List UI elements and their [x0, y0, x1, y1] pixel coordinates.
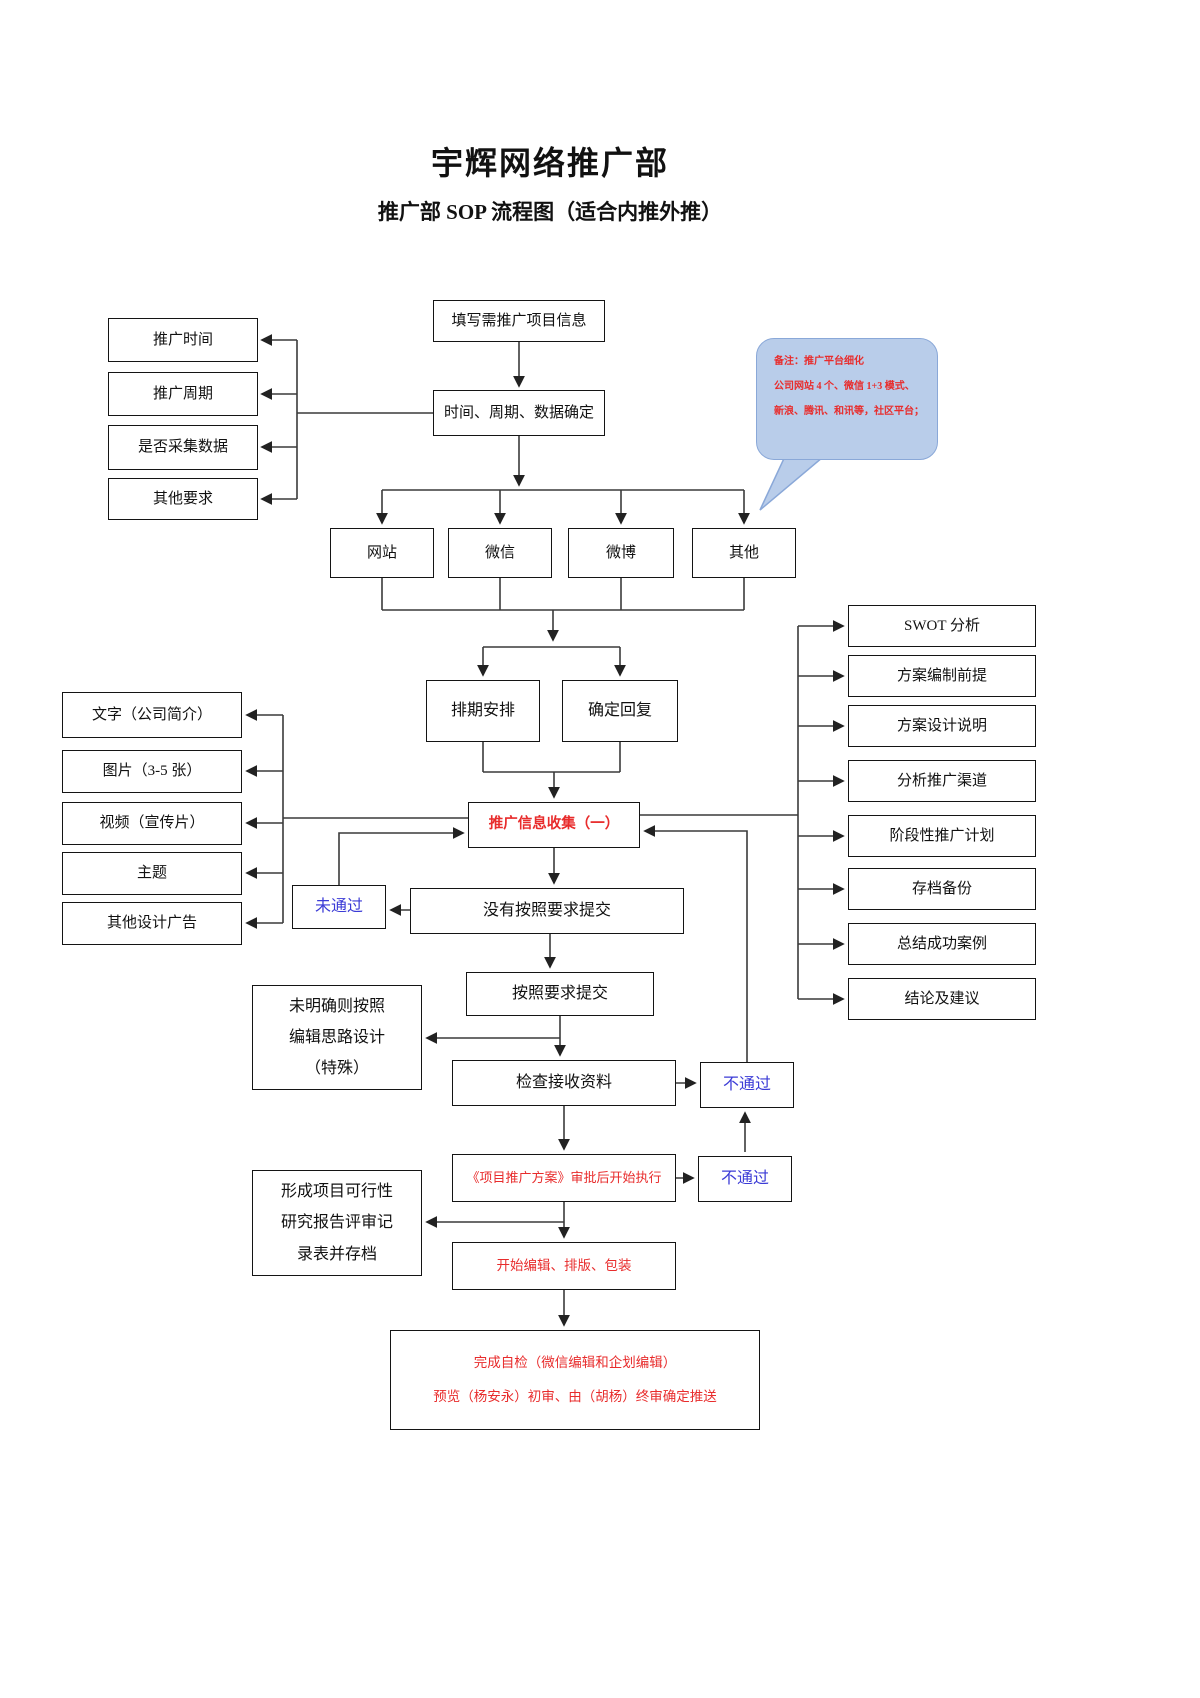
node-fail-2: 不通过: [698, 1156, 792, 1202]
node-final-self-check: 完成自检（微信编辑和企划编辑） 预览（杨安永）初审、由（胡杨）终审确定推送: [390, 1330, 760, 1430]
node-confirm-reply: 确定回复: [562, 680, 678, 742]
node-schedule-arrangement: 排期安排: [426, 680, 540, 742]
node-other-requirements: 其他要求: [108, 478, 258, 520]
node-promo-info-collection: 推广信息收集（一）: [468, 802, 640, 848]
node-plan-premise: 方案编制前提: [848, 655, 1036, 697]
final-line-2: 预览（杨安永）初审、由（胡杨）终审确定推送: [433, 1388, 717, 1404]
callout-note: 备注：推广平台细化 公司网站 4 个、微信 1+3 模式、 新浪、腾讯、和讯等，…: [756, 338, 938, 460]
final-line-1: 完成自检（微信编辑和企划编辑）: [473, 1355, 677, 1371]
node-fill-project-info: 填写需推广项目信息: [433, 300, 605, 342]
node-video: 视频（宣传片）: [62, 802, 242, 845]
node-promo-cycle: 推广周期: [108, 372, 258, 416]
node-other-channel: 其他: [692, 528, 796, 578]
node-start-editing: 开始编辑、排版、包装: [452, 1242, 676, 1290]
document-title: 宇辉网络推广部: [430, 145, 669, 181]
node-unclear-design-note: 未明确则按照 编辑思路设计 （特殊）: [252, 985, 422, 1090]
node-time-cycle-data-confirm: 时间、周期、数据确定: [433, 390, 605, 436]
node-text-company-intro: 文字（公司简介）: [62, 692, 242, 738]
node-theme: 主题: [62, 852, 242, 895]
node-not-submitted-as-required: 没有按照要求提交: [410, 888, 684, 934]
node-conclusion-suggestions: 结论及建议: [848, 978, 1036, 1020]
node-website: 网站: [330, 528, 434, 578]
callout-line-1: 备注：推广平台细化: [774, 356, 864, 367]
node-feasibility-report-archive: 形成项目可行性 研究报告评审记 录表并存档: [252, 1170, 422, 1276]
node-not-passed: 未通过: [292, 885, 386, 929]
node-check-received-materials: 检查接收资料: [452, 1060, 676, 1106]
callout-line-2: 公司网站 4 个、微信 1+3 模式、: [774, 381, 915, 392]
node-promo-time: 推广时间: [108, 318, 258, 362]
node-archive-backup: 存档备份: [848, 868, 1036, 910]
node-swot-analysis: SWOT 分析: [848, 605, 1036, 647]
callout-tail: [759, 451, 832, 511]
node-submitted-as-required: 按照要求提交: [466, 972, 654, 1016]
node-weibo: 微博: [568, 528, 674, 578]
node-phased-promo-plan: 阶段性推广计划: [848, 815, 1036, 857]
node-wechat: 微信: [448, 528, 552, 578]
node-other-design-ads: 其他设计广告: [62, 902, 242, 945]
callout-line-3: 新浪、腾讯、和讯等，社区平台；: [774, 406, 924, 417]
node-summarize-success-cases: 总结成功案例: [848, 923, 1036, 965]
node-pictures: 图片（3-5 张）: [62, 750, 242, 793]
node-fail-1: 不通过: [700, 1062, 794, 1108]
document-subtitle: 推广部 SOP 流程图（适合内推外推）: [377, 200, 723, 224]
node-plan-approved-execute: 《项目推广方案》审批后开始执行: [452, 1154, 676, 1202]
node-plan-design-notes: 方案设计说明: [848, 705, 1036, 747]
node-analyze-channels: 分析推广渠道: [848, 760, 1036, 802]
node-collect-data-question: 是否采集数据: [108, 425, 258, 470]
